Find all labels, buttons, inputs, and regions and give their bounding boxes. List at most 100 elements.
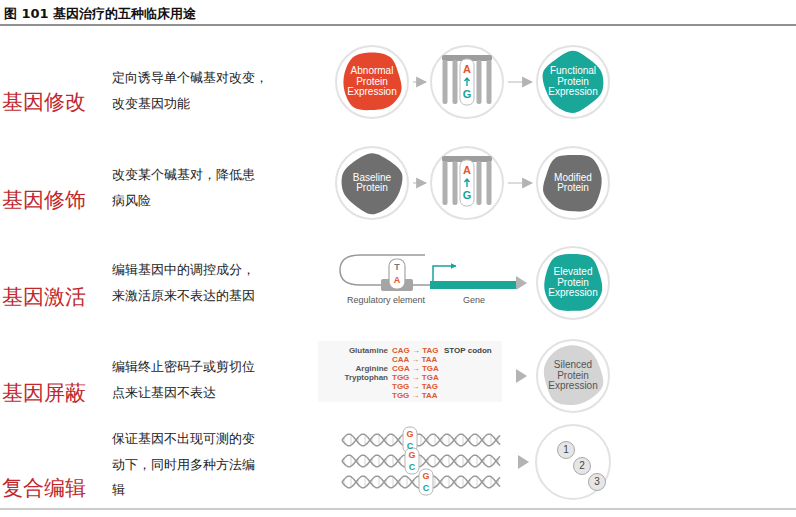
arrow-triangle	[516, 276, 527, 290]
codon-change: TGG → TGA	[392, 373, 439, 382]
base-edit-circle: AG	[430, 45, 504, 119]
edit-arrow	[465, 179, 470, 187]
row-heading: 基因激活	[2, 284, 86, 310]
row-heading: 基因修饰	[2, 187, 86, 213]
part-label: Gene	[463, 294, 485, 306]
flow-arrow	[508, 182, 532, 184]
helix-rung	[379, 477, 380, 488]
callout-number: 1	[563, 445, 569, 456]
comb-tooth	[487, 60, 492, 104]
helix-strand	[342, 434, 500, 446]
base-letter: C	[406, 461, 418, 473]
row-heading: 基因修改	[2, 89, 86, 115]
helix-rung	[351, 456, 352, 467]
helix-rung	[477, 435, 478, 446]
callout-number: 2	[573, 457, 591, 475]
helix-rung	[463, 435, 464, 446]
codon-change: CAA → TAA	[392, 355, 437, 364]
base-edit-circle: AG	[430, 146, 504, 220]
helix-rung	[449, 435, 450, 446]
helix-rung	[491, 477, 492, 488]
base-letter: G	[404, 428, 416, 440]
helix-rung	[421, 456, 422, 467]
node-label: Abnormal Protein Expression	[344, 66, 400, 98]
arrow-triangle	[518, 455, 529, 469]
protein-blob	[544, 254, 602, 311]
helix-strand	[342, 434, 500, 446]
base-letter: G	[420, 470, 432, 482]
base-letter: A	[460, 63, 474, 75]
protein-circle: Functional Protein Expression	[536, 45, 610, 119]
stop-codon-label: STOP codon	[444, 346, 492, 355]
protein-blob	[544, 345, 603, 405]
protein-circle: Abnormal Protein Expression	[335, 45, 409, 119]
helix-rung	[463, 456, 464, 467]
node-shape	[432, 148, 506, 222]
base-letter: A	[390, 274, 404, 286]
row-heading: 复合编辑	[2, 475, 86, 501]
row-description: 编辑基因中的调控成分， 来激活原来不表达的基因	[112, 257, 272, 308]
node-label: Modified Protein	[545, 173, 601, 194]
helix-rung	[435, 477, 436, 488]
comb-tooth	[443, 60, 448, 104]
helix-rung	[421, 435, 422, 446]
row-heading: 基因屏蔽	[2, 380, 86, 406]
comb-tooth	[477, 161, 482, 205]
figure-title: 图 101 基因治疗的五种临床用途	[4, 5, 196, 23]
helix-rung	[477, 477, 478, 488]
comb-tooth	[453, 60, 458, 104]
helix-rung	[365, 477, 366, 488]
protein-circle: Baseline Protein	[335, 146, 409, 220]
codon-panel	[318, 341, 502, 402]
node-label: Silenced Protein Expression	[545, 360, 601, 392]
node-label: Functional Protein Expression	[545, 66, 601, 98]
flow-arrow	[413, 81, 426, 83]
node-label: Elevated Protein Expression	[545, 267, 601, 299]
codon-change: TGG → TAA	[392, 391, 438, 400]
helix-rung	[477, 456, 478, 467]
codon-change: CAG → TAG	[392, 346, 439, 355]
protein-blob	[343, 52, 401, 110]
helix-rung	[435, 435, 436, 446]
gene-bar	[430, 281, 516, 289]
helix-strand	[342, 455, 500, 467]
base-pair-marker	[389, 259, 405, 289]
base-letter: G	[460, 189, 474, 201]
helix-rung	[449, 456, 450, 467]
helix-rung	[379, 456, 380, 467]
arrow-triangle	[516, 369, 527, 383]
base-pair-marker	[405, 448, 419, 474]
comb-tooth	[477, 60, 482, 104]
comb-tooth	[487, 161, 492, 205]
callout-number: 3	[594, 477, 600, 488]
callout-number: 1	[557, 441, 575, 459]
title-rule	[0, 25, 796, 26]
codon-change: CGA → TGA	[392, 364, 439, 373]
base-pair-marker	[419, 469, 433, 495]
helix-rung	[365, 456, 366, 467]
helix-rung	[393, 435, 394, 446]
helix-rung	[463, 477, 464, 488]
helix-rung	[351, 477, 352, 488]
helix-rung	[365, 435, 366, 446]
helix-rung	[393, 456, 394, 467]
helix-rung	[449, 477, 450, 488]
flow-arrow	[413, 182, 426, 184]
helix-rung	[379, 435, 380, 446]
comb-tooth	[443, 161, 448, 205]
row-description: 编辑终止密码子或剪切位 点来让基因不表达	[112, 354, 272, 405]
base-pair-marker	[460, 59, 474, 105]
helix-rung	[491, 435, 492, 446]
node-shape	[432, 47, 506, 121]
edit-arrow	[465, 78, 470, 86]
bottom-rule	[0, 509, 796, 510]
helix-rung	[491, 456, 492, 467]
codon-change: TGG → TAG	[392, 382, 438, 391]
callout-number: 3	[588, 473, 606, 491]
helix-rung	[435, 456, 436, 467]
part-label: Regulatory element	[347, 294, 425, 306]
node-label: Baseline Protein	[344, 173, 400, 194]
protein-blob	[543, 51, 604, 113]
comb-tooth	[453, 161, 458, 205]
